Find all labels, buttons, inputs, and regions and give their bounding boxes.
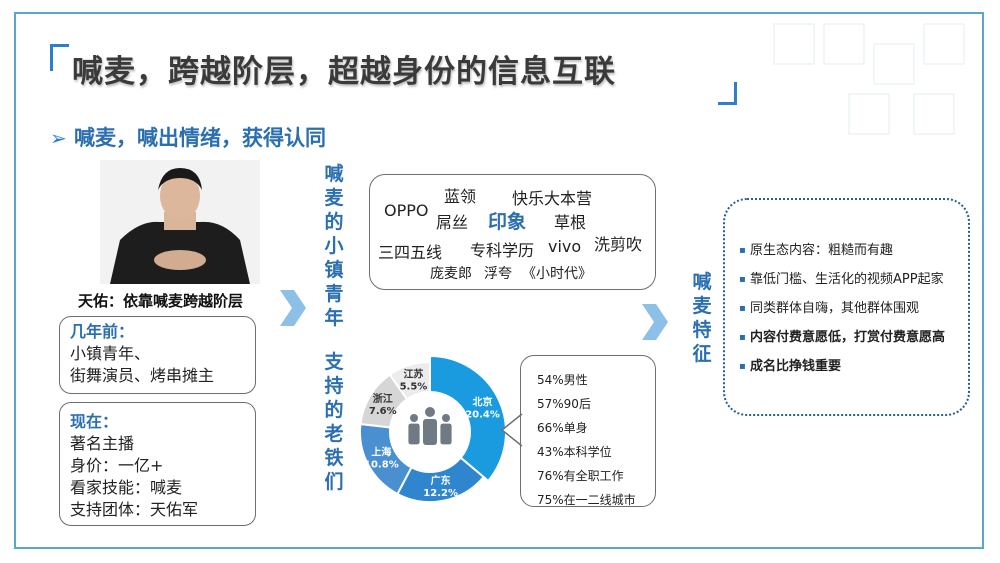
callout-pointer [500, 413, 523, 447]
decorative-grid [773, 23, 965, 135]
slice-category-label: 广东 [431, 474, 451, 487]
slice-value-label: 5.5% [400, 382, 428, 393]
slice-value-label: 7.6% [369, 406, 397, 417]
feature-item: 成名比挣钱重要 [739, 352, 968, 381]
now-line: 支持团体：天佑军 [70, 500, 199, 519]
small-town-youth-label: 喊麦的小镇青年 [324, 163, 344, 329]
slice-category-label: 北京 [473, 395, 493, 408]
slide-subtitle: 喊麦，喊出情绪，获得认同 [74, 126, 326, 150]
impression-word: 《小时代》 [522, 266, 592, 282]
chevron-right-icon [280, 290, 306, 326]
feature-item: 靠低门槛、生活化的视频APP起家 [739, 265, 968, 294]
past-line: 街舞演员、烤串摊主 [70, 366, 215, 385]
slice-value-label: 20.4% [465, 409, 500, 420]
impression-word: 洗剪吹 [594, 235, 643, 254]
stat-item: 75%在一二线城市 [537, 493, 636, 507]
stat-item: 76%有全职工作 [537, 469, 624, 483]
title-bracket-left [50, 44, 69, 71]
people-group-icon [408, 407, 452, 445]
impression-word: 庞麦郎 [430, 266, 472, 282]
slice-value-label: 10.8% [364, 460, 399, 471]
slice-value-label: 12.2% [423, 488, 458, 499]
slice-category-label: 上海 [371, 446, 391, 459]
subtitle-arrow-icon: ➢ [50, 126, 67, 150]
donut-slice [388, 360, 431, 401]
features-label: 喊麦特征 [692, 271, 712, 365]
now-line: 身价：一亿+ [70, 456, 164, 475]
past-box: 几年前： 小镇青年、 街舞演员、烤串摊主 [59, 316, 256, 394]
slide-title: 喊麦，跨越阶层，超越身份的信息互联 [72, 54, 616, 90]
stat-item: 54%男性 [537, 373, 588, 387]
stat-item: 66%单身 [537, 421, 588, 435]
now-line: 著名主播 [70, 434, 135, 453]
stat-item: 43%本科学位 [537, 445, 612, 459]
impression-word: 屌丝 [436, 213, 469, 232]
impression-word: vivo [548, 237, 582, 256]
impression-word: 快乐大本营 [512, 189, 593, 208]
past-heading: 几年前： [70, 322, 135, 341]
impression-word-cloud: 蓝领 快乐大本营 OPPO 屌丝 印象 草根 三四五线 专科学历 vivo 洗剪… [369, 174, 656, 290]
slice-category-label: 江苏 [403, 368, 423, 381]
supporters-label: 支持的老铁们 [324, 351, 344, 493]
impression-word: 印象 [488, 211, 527, 233]
features-box: 原生态内容：粗糙而有趣 靠低门槛、生活化的视频APP起家 同类群体自嗨，其他群体… [723, 198, 970, 416]
now-box: 现在： 著名主播 身价：一亿+ 看家技能：喊麦 支持团体：天佑军 [59, 402, 256, 526]
slice-category-label: 浙江 [373, 392, 393, 405]
person-photo [100, 160, 260, 284]
now-line: 看家技能：喊麦 [70, 478, 183, 497]
impression-word: 三四五线 [378, 243, 443, 262]
supporter-stats-box: 54%男性 57%90后 66%单身 43%本科学位 76%有全职工作 75%在… [520, 355, 656, 507]
now-heading: 现在： [70, 412, 119, 431]
feature-item: 原生态内容：粗糙而有趣 [739, 236, 968, 265]
past-line: 小镇青年、 [70, 344, 151, 363]
impression-word: 浮夸 [484, 266, 512, 282]
impression-word: 蓝领 [444, 187, 477, 206]
impression-word: OPPO [384, 201, 429, 220]
title-bracket-right [718, 82, 737, 105]
stat-item: 57%90后 [537, 397, 591, 411]
slide-frame [14, 12, 984, 549]
person-caption: 天佑：依靠喊麦跨越阶层 [78, 292, 244, 310]
feature-item: 同类群体自嗨，其他群体围观 [739, 294, 968, 323]
chevron-right-icon [642, 304, 668, 340]
feature-item: 内容付费意愿低，打赏付费意愿高 [739, 323, 968, 352]
donut-slice [429, 354, 507, 483]
impression-word: 专科学历 [470, 241, 535, 260]
impression-word: 草根 [554, 213, 587, 232]
